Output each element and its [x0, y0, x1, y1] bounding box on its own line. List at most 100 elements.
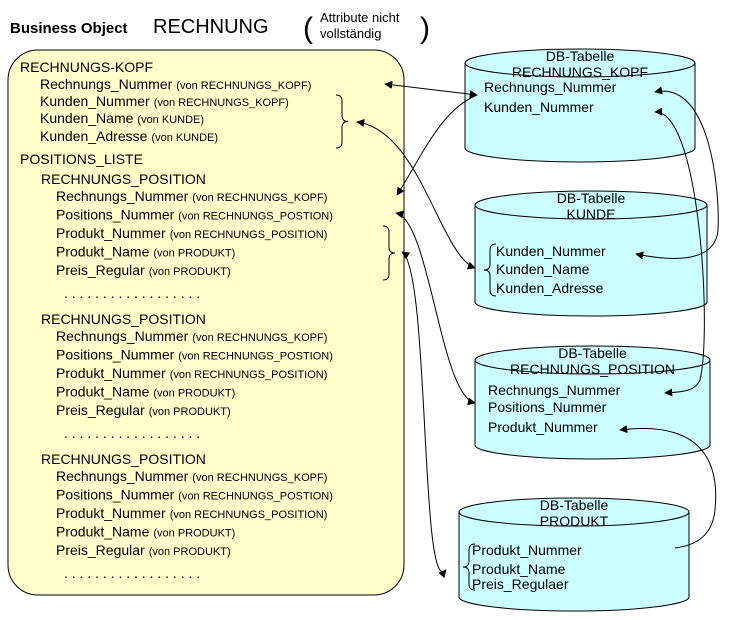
cylinder-top — [458, 497, 690, 527]
attribute-text: Kunden_Adresse(von KUNDE) — [40, 128, 218, 144]
attribute-name: Produkt_Nummer — [56, 365, 166, 381]
table-title: DB-Tabelle — [546, 48, 615, 64]
table-title: DB-Tabelle — [558, 345, 627, 361]
attribute-source: (von RECHNUNGS_POSTION) — [178, 351, 333, 363]
brace-customer-attributes — [335, 94, 349, 149]
table-field: Rechnungs_Nummer — [488, 382, 621, 398]
table-title: DB-Tabelle — [540, 497, 609, 513]
attribute-source: (von RECHNUNGS_KOPF) — [192, 472, 327, 484]
attribute-text: Preis_Regular(von PRODUKT) — [56, 262, 231, 278]
header-attribute: Kunden_Name(von KUNDE) — [40, 110, 204, 126]
table-field: Produkt_Name — [472, 561, 566, 577]
attribute-text: Positions_Nummer(von RECHNUNGS_POSTION) — [56, 487, 333, 503]
attribute-name: Produkt_Nummer — [56, 505, 166, 521]
connector-rechnungsnummer-kopf — [384, 80, 478, 99]
brace-produkt-fields — [462, 543, 476, 591]
table-field: Produkt_Nummer — [488, 419, 598, 435]
table-field: Positions_Nummer — [488, 399, 607, 415]
attribute-text: Produkt_Name(von PRODUKT) — [56, 524, 235, 540]
title-name: RECHNUNG — [153, 16, 269, 38]
list-label: POSITIONS_LISTE — [20, 151, 143, 167]
table-name: RECHNUNGS_POSITION — [510, 361, 675, 377]
attribute-name: Preis_Regular — [56, 542, 145, 558]
title-note-line1: Attribute nicht — [320, 10, 400, 25]
attribute-source: (von PRODUKT) — [149, 546, 231, 558]
attribute-source: (von RECHNUNGS_POSITION) — [170, 509, 328, 521]
attribute-text: Preis_Regular (von PRODUKT) — [56, 402, 231, 418]
table-field: Kunden_Nummer — [484, 99, 594, 115]
attribute-text: Positions_Nummer(von RECHNUNGS_POSTION) — [56, 207, 333, 223]
attribute-text: Kunden_Name(von KUNDE) — [40, 110, 204, 126]
attribute-name: Rechnungs_Nummer — [56, 468, 189, 484]
cylinder-body — [458, 511, 690, 612]
attribute-name: Produkt_Nummer — [56, 225, 166, 241]
attribute-text: Positions_Nummer(von RECHNUNGS_POSTION) — [56, 347, 333, 363]
title-note-line2: vollständig — [320, 26, 381, 41]
title-open-paren: ( — [303, 12, 313, 45]
attribute-source: (von RECHNUNGS_KOPF) — [176, 80, 311, 92]
table-field: Produkt_Nummer — [472, 542, 582, 558]
attribute-source: (von RECHNUNGS_KOPF) — [192, 332, 327, 344]
attribute-name: Produkt_Name — [56, 524, 150, 540]
table-field: Kunden_Nummer — [496, 243, 606, 259]
connector-kopf-position — [654, 107, 705, 397]
diagram-title: Business Object RECHNUNG ( Attribute nic… — [10, 10, 430, 45]
attribute-text: Produkt_Nummer (von RECHNUNGS_POSITION) — [56, 225, 327, 241]
attribute-name: Preis_Regular — [56, 402, 145, 418]
connector-positionsnummer — [395, 210, 476, 406]
attribute-name: Preis_Regular — [56, 262, 145, 278]
db-table: DB-TabelleKUNDEKunden_NummerKunden_NameK… — [474, 190, 708, 317]
attribute-source: (von PRODUKT) — [149, 406, 231, 418]
attribute-source: (von RECHNUNGS_POSITION) — [170, 229, 328, 241]
attribute-text: Preis_Regular (von PRODUKT) — [56, 542, 231, 558]
header-attribute: Rechnungs_Nummer(von RECHNUNGS_KOPF) — [40, 76, 311, 92]
table-field: Kunden_Adresse — [496, 280, 604, 296]
position-label: RECHNUNGS_POSITION — [41, 311, 206, 327]
table-field: Kunden_Name — [496, 261, 590, 277]
attribute-source: (von PRODUKT) — [153, 388, 235, 400]
brace-kunde-fields — [483, 243, 497, 297]
attribute-source: (von KUNDE) — [137, 114, 204, 126]
title-bold: Business Object — [10, 20, 128, 37]
header-attribute: Kunden_Nummer(von RECHNUNGS_KOPF) — [40, 93, 289, 109]
attribute-text: Rechnungs_Nummer(von RECHNUNGS_KOPF) — [56, 468, 327, 484]
attribute-text: Produkt_Name(von PRODUKT) — [56, 244, 235, 260]
attribute-name: Kunden_Adresse — [40, 128, 148, 144]
attribute-source: (von RECHNUNGS_KOPF) — [154, 97, 289, 109]
table-field: Rechnungs_Nummer — [484, 79, 617, 95]
attribute-text: Kunden_Nummer(von RECHNUNGS_KOPF) — [40, 93, 289, 109]
attribute-name: Produkt_Name — [56, 384, 150, 400]
table-name: RECHNUNGS_KOPF — [512, 64, 648, 80]
attribute-source: (von PRODUKT) — [153, 248, 235, 260]
position-label: RECHNUNGS_POSITION — [41, 171, 206, 187]
db-tables: DB-TabelleRECHNUNGS_KOPFRechnungs_Nummer… — [458, 48, 711, 612]
attribute-source: (von RECHNUNGS_POSTION) — [178, 211, 333, 223]
table-field: Preis_Regulaer — [472, 576, 569, 592]
attribute-source: (von KUNDE) — [151, 132, 218, 144]
ellipsis-dots: . . . . . . . . . . . . . . . . . . — [64, 285, 200, 301]
connector-produkt — [401, 251, 447, 579]
header-label: RECHNUNGS-KOPF — [20, 59, 153, 75]
attribute-name: Rechnungs_Nummer — [40, 76, 173, 92]
connector-produktnummer — [619, 425, 717, 549]
attribute-name: Rechnungs_Nummer — [56, 188, 189, 204]
header-attribute: Kunden_Adresse(von KUNDE) — [40, 128, 218, 144]
attribute-text: Produkt_Name(von PRODUKT) — [56, 384, 235, 400]
attribute-text: Produkt_Nummer(von RECHNUNGS_POSITION) — [56, 365, 327, 381]
attribute-name: Positions_Nummer — [56, 207, 175, 223]
attribute-text: Rechnungs_Nummer(von RECHNUNGS_KOPF) — [56, 328, 327, 344]
attribute-text: Rechnungs_Nummer(von RECHNUNGS_KOPF) — [40, 76, 311, 92]
table-name: PRODUKT — [540, 513, 609, 529]
table-name: KUNDE — [566, 206, 615, 222]
db-table: DB-TabelleRECHNUNGS_KOPFRechnungs_Nummer… — [464, 48, 696, 163]
attribute-source: (von RECHNUNGS_POSTION) — [178, 491, 333, 503]
ellipsis-dots: . . . . . . . . . . . . . . . . . . — [64, 565, 200, 581]
connector-kundennummer — [635, 86, 719, 260]
